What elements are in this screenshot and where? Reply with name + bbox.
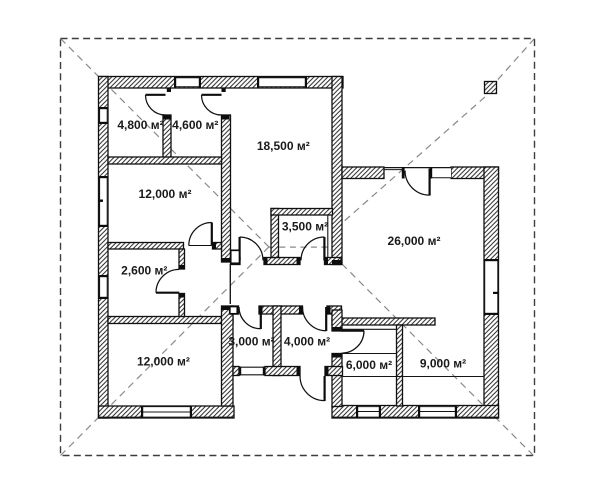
svg-text:18,500 м²: 18,500 м² bbox=[257, 139, 310, 153]
svg-text:9,000 м²: 9,000 м² bbox=[420, 357, 466, 371]
svg-text:4,000 м²: 4,000 м² bbox=[284, 335, 330, 349]
svg-text:12,000 м²: 12,000 м² bbox=[139, 187, 192, 201]
svg-text:4,600 м²: 4,600 м² bbox=[172, 118, 218, 132]
svg-text:4,800 м²: 4,800 м² bbox=[117, 118, 163, 132]
svg-text:3,500 м²: 3,500 м² bbox=[282, 219, 328, 233]
svg-text:26,000 м²: 26,000 м² bbox=[388, 234, 441, 248]
svg-text:6,000 м²: 6,000 м² bbox=[346, 358, 392, 372]
svg-text:3,000 м²: 3,000 м² bbox=[228, 335, 274, 349]
svg-text:2,600 м²: 2,600 м² bbox=[121, 264, 167, 278]
svg-text:12,000 м²: 12,000 м² bbox=[137, 355, 190, 369]
